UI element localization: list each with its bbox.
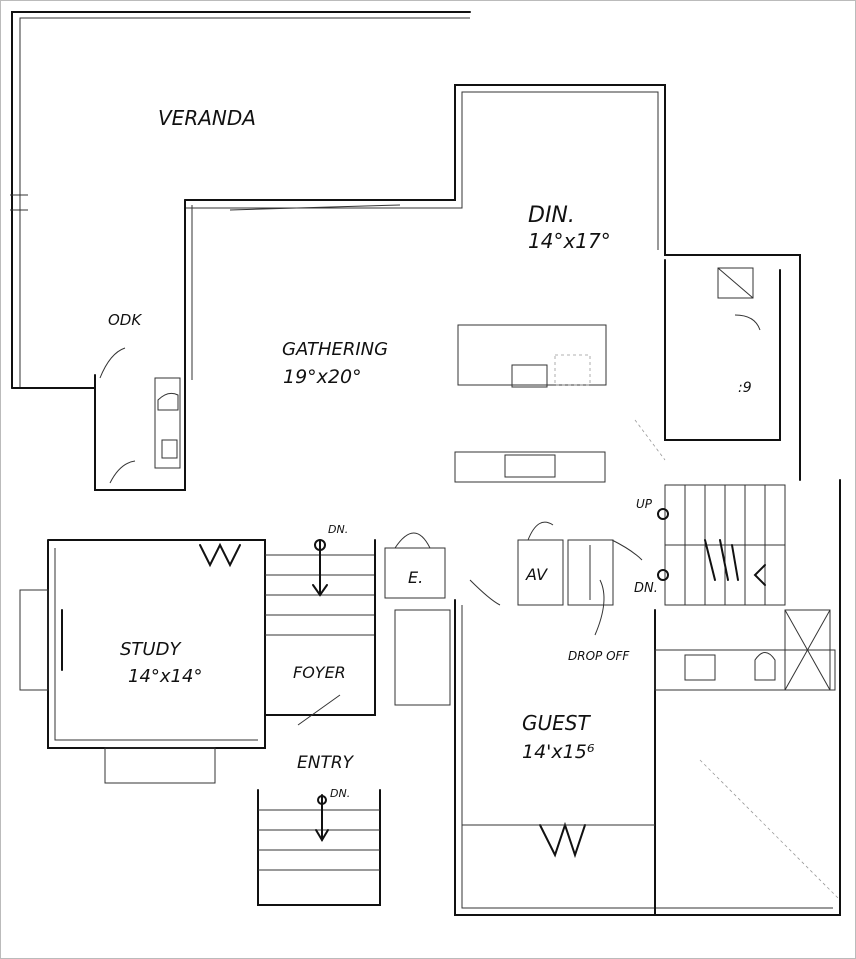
guest-walls: [454, 479, 841, 916]
gathering-label: GATHERING: [282, 339, 388, 360]
guest-label: GUEST: [522, 711, 591, 735]
main-stair-up-label: UP: [636, 497, 653, 511]
svg-text::9: :9: [738, 380, 752, 396]
pantry-walls: :9: [634, 259, 781, 461]
study-size: 14°x14°: [128, 666, 202, 687]
entry-label: ENTRY: [297, 753, 355, 773]
entry-steps: [257, 789, 381, 906]
foyer-stairs: [264, 532, 451, 726]
foyer-label: FOYER: [293, 663, 346, 682]
elevator-label: E.: [408, 568, 423, 587]
main-stair: [657, 484, 786, 606]
guest-size: 14'x15⁶: [522, 741, 595, 763]
study-label: STUDY: [120, 639, 182, 660]
entry-stair-down-label: DN.: [330, 787, 350, 800]
foyer-stair-down-label: DN.: [328, 523, 348, 536]
veranda-walls: [10, 11, 801, 481]
main-stair-down-label: DN.: [634, 581, 658, 596]
dining-label: DIN.: [528, 203, 575, 228]
dining-size: 14°x17°: [528, 229, 611, 253]
study-walls: [19, 539, 266, 784]
drop-off-label: DROP OFF: [568, 649, 630, 663]
av-dropoff: [469, 521, 643, 636]
veranda-label: VERANDA: [158, 106, 256, 130]
odk-label: ODK: [108, 311, 142, 329]
gathering-walls: [94, 199, 607, 491]
av-label: AV: [525, 565, 548, 584]
gathering-size: 19°x20°: [283, 366, 362, 388]
